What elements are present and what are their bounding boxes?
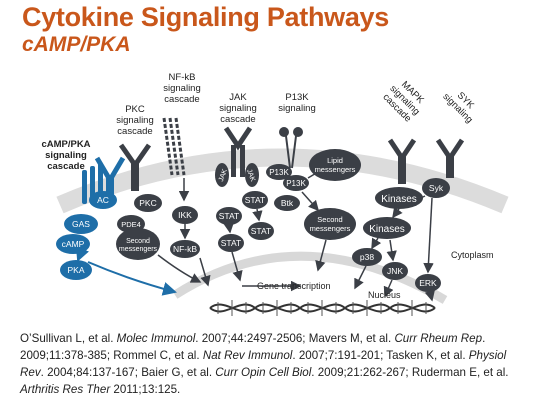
ref-6-authors: Ruderman E, et al. [411, 366, 509, 379]
node-pde4: PDE4 [121, 220, 141, 229]
node-kinases1: Kinases [381, 194, 417, 205]
camp-pka-pathway [56, 156, 177, 296]
ref-1-details: . 2007;44:2497-2506; [195, 332, 309, 345]
node-pka: PKA [67, 265, 84, 275]
p13k-pathway [266, 127, 361, 272]
mapk-pathway [352, 138, 423, 298]
node-ac: AC [97, 195, 109, 205]
ref-2-authors: Mavers M, et al. [308, 332, 395, 345]
jak-pathway [215, 126, 274, 252]
second-messengers-left-text: Second [126, 238, 150, 245]
node-stat1: STAT [219, 211, 239, 221]
ref-1-authors: O’Sullivan L, et al. [20, 332, 117, 345]
node-gas: GAS [72, 219, 90, 229]
node-p13k1: P13K [269, 168, 289, 177]
label-cytoplasm: Cytoplasm [451, 250, 494, 260]
node-stat3: STAT [221, 238, 241, 248]
ref-5-journal: Curr Opin Cell Biol [215, 366, 312, 379]
node-kinases2: Kinases [369, 224, 405, 235]
node-btk: Btk [281, 198, 294, 208]
page-title: Cytokine Signaling Pathways [22, 2, 389, 32]
node-stat2: STAT [245, 195, 265, 205]
ref-2-details: . 2009;11:378-385; [20, 332, 486, 362]
references: O’Sullivan L, et al. Molec Immunol. 2007… [20, 330, 525, 398]
ref-1-journal: Molec Immunol [116, 332, 196, 345]
pkc-pathway [116, 143, 202, 283]
ref-6-details: 2011;13:125. [110, 383, 181, 396]
label-gene-transcription: Gene transcription [257, 281, 331, 291]
label-syk: SYKsignaling [440, 83, 482, 125]
node-jnk: JNK [387, 266, 403, 276]
label-mapk: MAPKsignalingcascade [380, 75, 430, 125]
node-ikk: IKK [178, 210, 192, 220]
node-p13k2: P13K [286, 179, 306, 188]
ref-3-details: . 2007;7:191-201; [292, 349, 387, 362]
ref-4-authors: Tasken K, et al. [386, 349, 469, 362]
ref-6-journal: Arthritis Res Ther [20, 383, 111, 396]
node-jak1: JAK [218, 168, 229, 183]
nuclear-membrane [172, 251, 448, 304]
ref-5-details: . 2009;21:262-267; [311, 366, 412, 379]
node-jak2: JAK [245, 168, 256, 183]
node-pkc: PKC [139, 198, 156, 208]
ref-3-journal: Nat Rev Immunol [202, 349, 293, 362]
ref-3-authors: Rommel C, et al. [113, 349, 203, 362]
ref-5-authors: Baier G, et al. [141, 366, 216, 379]
ref-4-details: . 2004;84:137-167; [40, 366, 142, 379]
nfkb-pathway [162, 117, 200, 258]
syk-pathway [404, 138, 465, 302]
label-nucleus: Nucleus [368, 290, 401, 300]
node-stat4: STAT [251, 226, 271, 236]
ref-2-journal: Curr Rheum Rep [394, 332, 483, 345]
ref-4-journal: Physiol Rev [20, 349, 507, 379]
page-subtitle: cAMP/PKA [22, 33, 131, 56]
node-erk: ERK [419, 278, 437, 288]
node-syk: Syk [429, 183, 444, 193]
node-nfkb: NF-kB [173, 244, 197, 254]
node-camp: cAMP [62, 239, 85, 249]
node-p38: p38 [360, 252, 374, 262]
dna-helix [209, 300, 436, 316]
